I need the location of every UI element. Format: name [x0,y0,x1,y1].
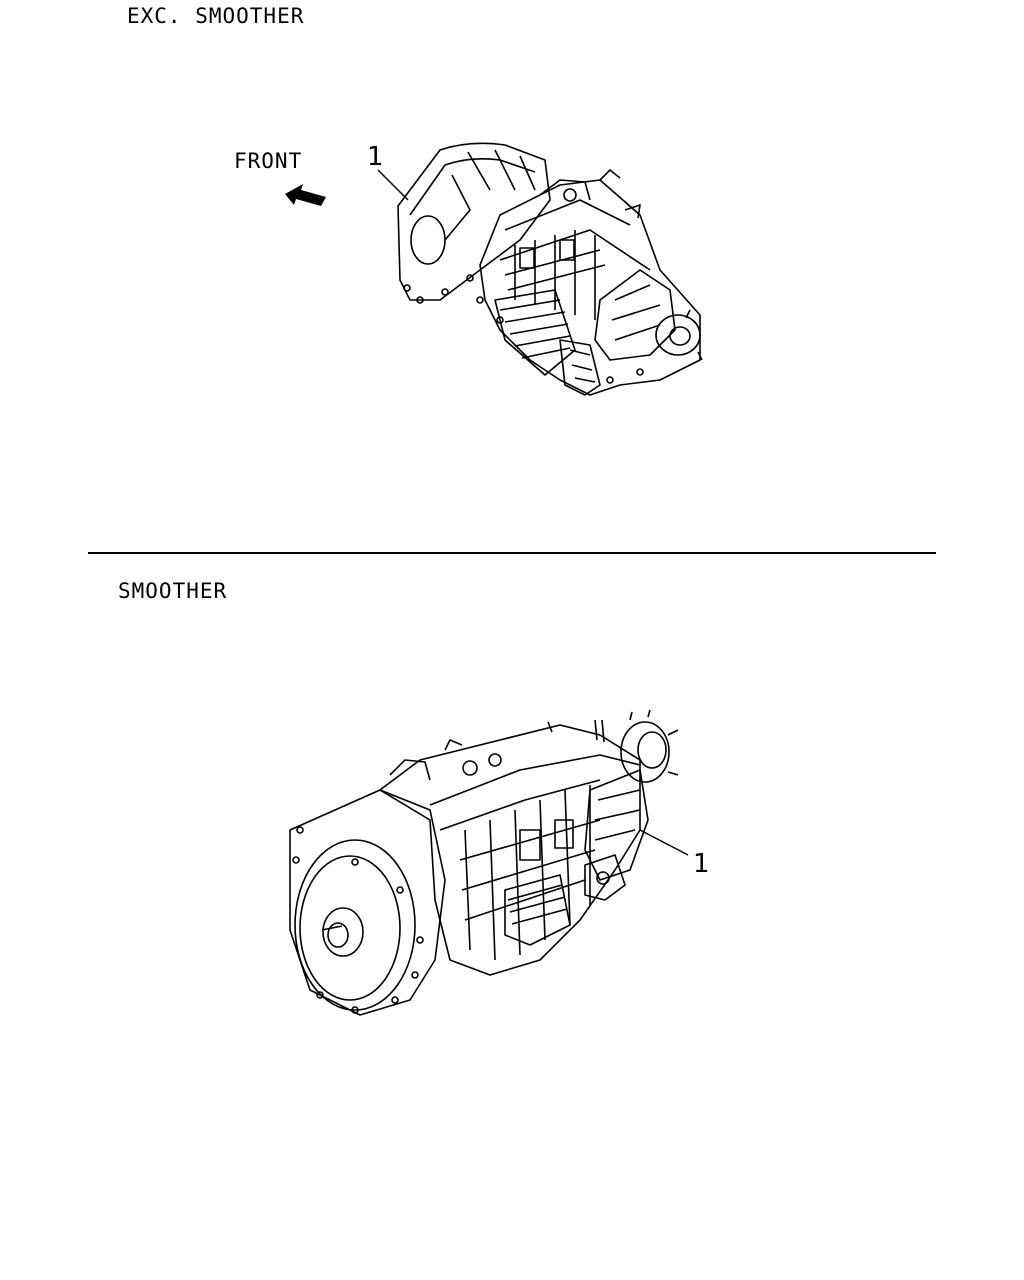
callout-leader-top [377,169,409,201]
callout-number-1-top: 1 [367,142,384,172]
section-heading-smoother: SMOOTHER [118,579,228,603]
callout-number-1-bottom: 1 [693,849,710,879]
front-direction-label: FRONT [234,149,303,173]
front-arrow-icon [285,184,326,206]
transmission-illustration-smoother [289,709,679,1016]
transmission-illustration-exc-smoother [397,142,703,396]
section-heading-exc-smoother: EXC. SMOOTHER [127,4,305,28]
callout-leader-bottom [639,829,689,856]
